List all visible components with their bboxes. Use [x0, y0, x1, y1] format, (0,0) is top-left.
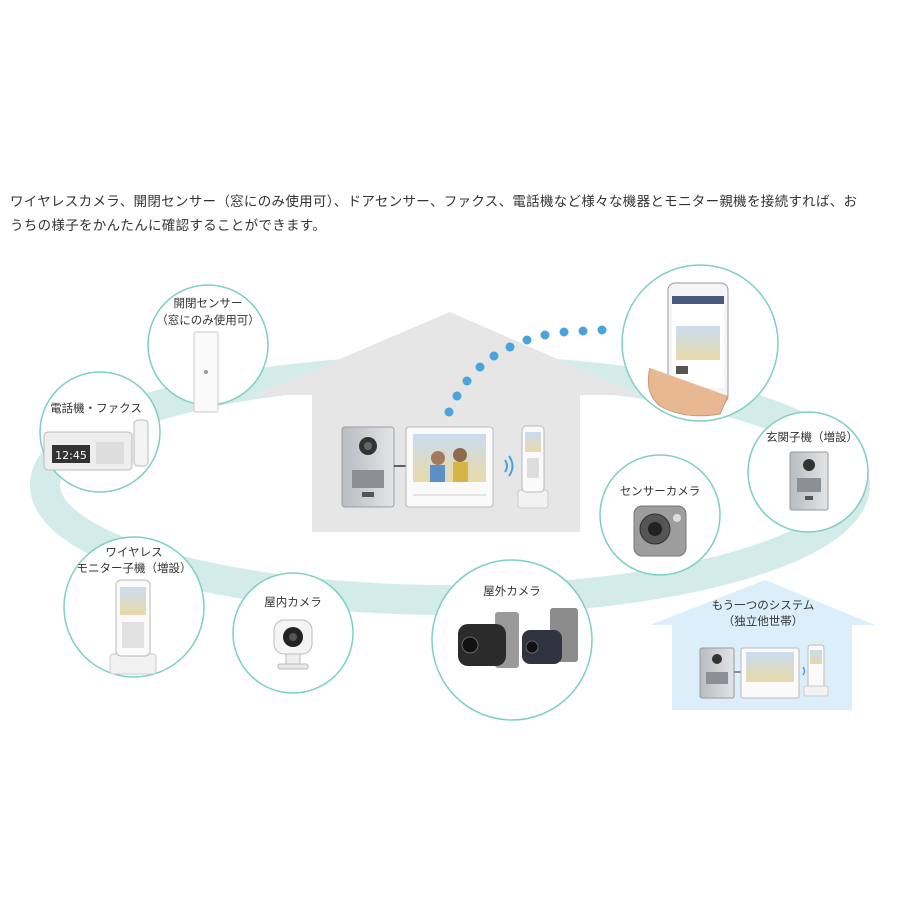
fax-machine-icon: 12:45 — [43, 419, 149, 471]
fax-clock: 12:45 — [55, 449, 87, 462]
phone-fax-node[interactable]: 電話機・ファクス 12:45 — [39, 371, 161, 493]
intro-text: ワイヤレスカメラ、開閉センサー（窓にのみ使用可）、ドアセンサー、ファクス、電話機… — [10, 194, 858, 234]
main-monitor — [405, 426, 494, 508]
entrance-unit-label: 玄関子機（増設） — [766, 430, 858, 444]
sensor-icon — [193, 331, 219, 413]
other-system-node[interactable]: もう一つのシステム （独立他世帯） — [650, 580, 875, 710]
wireless-monitor-label-1: ワイヤレス — [105, 545, 162, 559]
wireless-signal-icon — [504, 455, 514, 477]
outdoor-camera-node[interactable]: 屋外カメラ — [431, 559, 593, 721]
outdoor-camera-icon — [458, 608, 578, 668]
open-close-sensor-node[interactable]: 開閉センサー （窓にのみ使用可） — [147, 284, 269, 413]
sensor-camera-label: センサーカメラ — [620, 484, 701, 498]
other-system-icons — [699, 644, 829, 699]
other-system-label-2: （独立他世帯） — [723, 614, 804, 628]
open-close-sensor-label-2: （窓にのみ使用可） — [156, 313, 260, 327]
other-system-label-1: もう一つのシステム — [712, 598, 815, 612]
indoor-camera-icon — [273, 619, 313, 670]
main-handset — [517, 425, 549, 509]
sensor-camera-icon — [633, 505, 687, 557]
wireless-monitor-node[interactable]: ワイヤレス モニター子機（増設） — [63, 536, 205, 678]
outdoor-camera-label: 屋外カメラ — [483, 584, 541, 598]
handset-icon — [109, 579, 157, 675]
open-close-sensor-label-1: 開閉センサー — [174, 296, 243, 310]
phone-fax-label: 電話機・ファクス — [50, 401, 142, 415]
smartphone-icon — [647, 282, 729, 417]
entrance-unit-node[interactable]: 玄関子機（増設） — [747, 411, 869, 533]
indoor-camera-label: 屋内カメラ — [264, 595, 322, 609]
wireless-dots — [444, 325, 607, 417]
indoor-camera-node[interactable]: 屋内カメラ — [232, 572, 354, 694]
wireless-monitor-label-2: モニター子機（増設） — [77, 561, 192, 575]
door-station-icon — [789, 451, 829, 511]
main-door-station — [341, 426, 395, 508]
sensor-camera-node[interactable]: センサーカメラ — [599, 454, 721, 576]
smartphone-node[interactable] — [621, 264, 779, 422]
